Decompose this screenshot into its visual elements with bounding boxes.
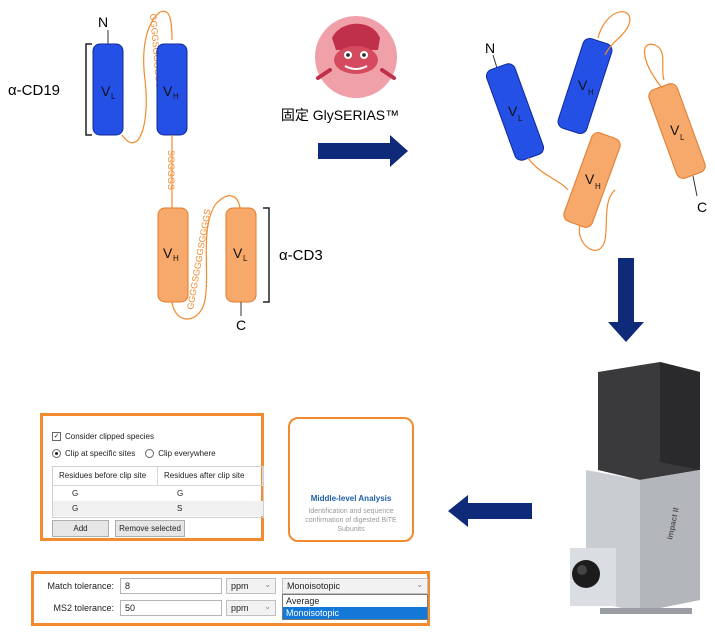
vh-domain-cd19-sub: H — [173, 92, 179, 101]
dropdown-option-monoisotopic[interactable]: Monoisotopic — [283, 607, 427, 619]
mass-type-value: Monoisotopic — [287, 581, 341, 591]
enzyme-mascot-icon — [315, 16, 397, 98]
col-before-header: Residues before clip site — [53, 467, 158, 485]
cell-after: G — [177, 489, 184, 498]
bracket-cd19 — [85, 43, 92, 136]
match-unit-select[interactable]: ppm ⌄ — [226, 578, 276, 594]
clip-sites-table: Residues before clip site Residues after… — [52, 466, 264, 518]
svg-text:H: H — [588, 88, 594, 97]
fragment-vl-orange: V L — [648, 83, 706, 179]
c-terminus-label: C — [236, 317, 246, 333]
vl-domain-cd3-label: V — [233, 245, 243, 261]
ms2-unit-value: ppm — [231, 603, 249, 613]
mass-spectrometer-icon — [570, 362, 700, 614]
linker-loop-bottom — [171, 195, 241, 320]
cell-before: G — [72, 489, 79, 498]
fragment-tail-1 — [527, 157, 569, 191]
clip-settings-panel: ✓ Consider clipped species Clip at speci… — [40, 413, 264, 541]
bracket-cd3 — [263, 207, 270, 303]
chevron-down-icon: ⌄ — [416, 580, 423, 589]
enzyme-label: 固定 GlySERIAS™ — [281, 107, 399, 123]
add-button[interactable]: Add — [52, 520, 109, 537]
vl-domain-cd19-label: V — [101, 83, 111, 99]
fragment-vl-blue: V L — [485, 63, 545, 161]
linker-loop-top — [121, 10, 173, 144]
chevron-down-icon: ⌄ — [264, 602, 271, 611]
col-after-header: Residues after clip site — [158, 467, 263, 485]
match-unit-value: ppm — [231, 581, 249, 591]
match-tolerance-label: Match tolerance: — [47, 581, 114, 591]
vh-domain-cd19-label: V — [163, 83, 173, 99]
fragment-n-line — [492, 54, 498, 69]
svg-text:V: V — [578, 77, 588, 93]
match-tolerance-input[interactable]: 8 — [120, 578, 222, 594]
clip-everywhere-label: Clip everywhere — [158, 449, 216, 458]
card-desc-line: Subunits — [337, 526, 365, 533]
mass-type-select[interactable]: Monoisotopic ⌄ — [282, 578, 428, 594]
n-terminus-label: N — [98, 14, 108, 30]
clip-everywhere-radio[interactable] — [145, 449, 155, 458]
vh-domain-cd3-label: V — [163, 245, 173, 261]
mass-type-dropdown-list: Average Monoisotopic — [282, 594, 428, 620]
svg-text:L: L — [518, 114, 523, 123]
clip-sites-label: Clip at specific sites — [65, 449, 136, 458]
table-row[interactable]: G S — [53, 501, 263, 516]
svg-text:V: V — [585, 171, 595, 187]
vl-domain-cd19-sub: L — [111, 92, 116, 101]
svg-text:V: V — [670, 122, 680, 138]
dropdown-option-average[interactable]: Average — [286, 596, 320, 606]
arrow-left — [448, 495, 532, 527]
fragment-tail-3 — [578, 189, 616, 251]
ab1-label: α-CD19 — [8, 82, 60, 99]
consider-clipped-label: Consider clipped species — [65, 432, 154, 441]
remove-selected-button[interactable]: Remove selected — [115, 520, 185, 537]
vh-domain-cd3-sub: H — [173, 254, 179, 263]
card-description: Identification and sequence confirmation… — [298, 507, 404, 534]
ab2-label: α-CD3 — [279, 247, 323, 264]
svg-text:L: L — [680, 133, 685, 142]
fragment-vh-blue: V H — [557, 37, 613, 135]
linker-mid-text: SGGGGS — [166, 150, 176, 190]
ms2-tolerance-label: MS2 tolerance: — [53, 603, 114, 613]
svg-text:V: V — [508, 103, 518, 119]
fragment-c-label: C — [697, 199, 707, 215]
chevron-down-icon: ⌄ — [264, 580, 271, 589]
vl-domain-cd3-sub: L — [243, 254, 248, 263]
clip-sites-radio[interactable] — [52, 449, 61, 458]
arrow-down — [608, 258, 644, 342]
fragment-c-line — [692, 175, 698, 197]
vh-domain-cd3 — [157, 207, 189, 303]
fragment-tail-4 — [643, 43, 665, 89]
cell-before: G — [72, 504, 79, 513]
arrow-right — [318, 135, 408, 167]
vl-domain-cd19 — [92, 43, 124, 136]
middle-level-analysis-card[interactable]: Middle-level Analysis Identification and… — [288, 417, 414, 542]
ms2-unit-select[interactable]: ppm ⌄ — [226, 600, 276, 616]
fragment-n-label: N — [485, 40, 495, 56]
table-row[interactable]: G G — [53, 486, 263, 501]
card-desc-line: Identification and sequence — [308, 508, 394, 515]
tolerance-panel: Match tolerance: 8 ppm ⌄ Monoisotopic ⌄ … — [31, 571, 430, 626]
linker-bottom-text: GGGGSGGGGSGGGGS — [185, 208, 213, 310]
svg-text:H: H — [595, 182, 601, 191]
card-title: Middle-level Analysis — [310, 494, 392, 503]
fragment-vh-orange: V H — [563, 132, 621, 228]
cell-after: S — [177, 504, 183, 513]
consider-clipped-checkbox[interactable]: ✓ — [52, 432, 61, 441]
ms2-tolerance-input[interactable]: 50 — [120, 600, 222, 616]
fragment-tail-2 — [597, 11, 631, 56]
card-desc-line: confirmation of digested BiTE — [305, 517, 397, 524]
